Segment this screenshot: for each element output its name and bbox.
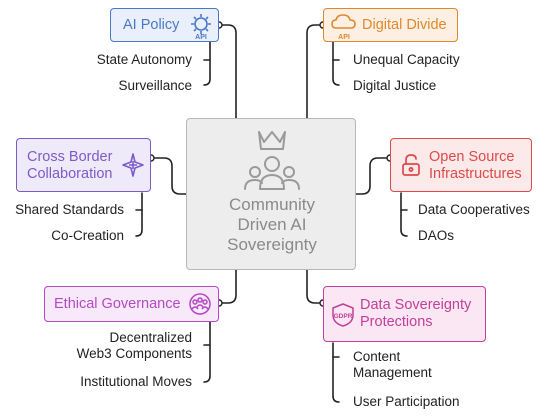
ethical-governance-title: Ethical Governance (54, 296, 181, 312)
cross-border-item: Shared Standards (15, 202, 124, 217)
cross-border-item: Co-Creation (51, 228, 124, 243)
center-title: Community Driven AI Sovereignty (227, 195, 317, 254)
open-source-item: DAOs (418, 228, 455, 243)
ai-policy-node[interactable]: AI Policy API (110, 8, 219, 42)
ethical-governance-node[interactable]: Ethical Governance (44, 286, 219, 322)
svg-text:GDPR: GDPR (334, 313, 353, 320)
svg-text:API: API (195, 34, 207, 40)
ethical-governance-item: Decentralized Web3 Components (76, 330, 192, 361)
connector-ethical-gov (218, 269, 237, 304)
open-source-node[interactable]: Open Source Infrastructures (390, 138, 532, 192)
digital-divide-item: Unequal Capacity (353, 52, 460, 67)
cross-border-title: Cross Border Collaboration (27, 149, 113, 182)
digital-divide-node[interactable]: API Digital Divide (323, 8, 458, 42)
unlocked-padlock-icon (402, 154, 420, 176)
data-sovereignty-item: User Participation (353, 394, 460, 409)
connector-digital-divide (306, 24, 324, 119)
ethical-governance-item: Institutional Moves (80, 374, 192, 389)
connector-ai-policy (218, 24, 237, 119)
connector-ethical-gov-items (203, 321, 211, 383)
sparkle-star-icon (122, 153, 144, 177)
connector-open-source (355, 157, 391, 195)
digital-divide-item: Digital Justice (353, 78, 437, 93)
connector-ai-policy-items (203, 24, 211, 86)
connector-cross-border-items (135, 192, 143, 237)
ai-policy-title: AI Policy (123, 17, 180, 33)
digital-divide-title: Digital Divide (362, 17, 447, 33)
open-source-item: Data Cooperatives (418, 202, 530, 217)
center-node: Community Driven AI Sovereignty (186, 118, 356, 270)
connector-digital-divide-items (332, 40, 340, 86)
ai-policy-item: Surveillance (118, 78, 192, 93)
connector-data-sov-items (332, 342, 340, 403)
cross-border-node[interactable]: Cross Border Collaboration (16, 138, 151, 192)
connector-open-source-items (400, 192, 408, 237)
ai-policy-item: State Autonomy (96, 52, 192, 67)
gdpr-shield-icon: GDPR (332, 303, 354, 327)
data-sovereignty-item: Content Management (353, 349, 432, 380)
open-source-title: Open Source Infrastructures (429, 149, 522, 182)
people-group-icon (189, 293, 211, 315)
connector-cross-border (150, 157, 187, 195)
svg-text:API: API (338, 34, 350, 40)
cloud-api-icon: API (331, 14, 356, 40)
gear-api-icon: API (191, 14, 211, 40)
connector-data-sov (306, 269, 324, 304)
crown-community-icon (244, 131, 300, 190)
data-sovereignty-node[interactable]: GDPR Data Sovereignty Protections (323, 286, 486, 342)
data-sovereignty-title: Data Sovereignty Protections (360, 297, 472, 330)
